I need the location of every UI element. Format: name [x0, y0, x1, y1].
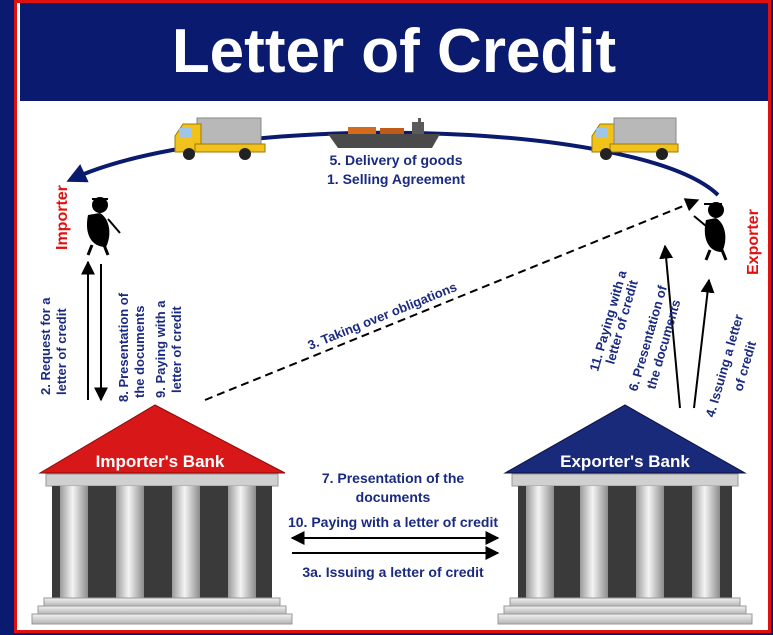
- arrow-step-3: [204, 198, 700, 401]
- step-8-label-line1: 8. Presentation of: [116, 292, 131, 402]
- step-1-agreement-label: 1. Selling Agreement: [327, 171, 465, 187]
- step-9-label-line2: letter of credit: [169, 306, 184, 393]
- step-8-label-line2: the documents: [132, 306, 147, 398]
- exporter-bank-label: Exporter's Bank: [560, 452, 690, 471]
- bank-columns: [60, 486, 256, 598]
- cargo-ship-icon: [328, 118, 440, 148]
- bank-columns: [526, 486, 720, 598]
- title-bar: Letter of Credit: [20, 3, 768, 101]
- step-5-delivery-label: 5. Delivery of goods: [329, 152, 462, 168]
- step-9-label-line1: 9. Paying with a: [153, 300, 168, 398]
- step-2-label-line1: 2. Request for a: [38, 297, 53, 395]
- importer-bank-roof: [38, 404, 286, 474]
- diagram-title: Letter of Credit: [171, 17, 617, 86]
- importer-figure-icon: [86, 197, 121, 256]
- step-10-label: 10. Paying with a letter of credit: [288, 514, 498, 530]
- exporter-bank-roof: [503, 404, 747, 474]
- importer-label: Importer: [54, 185, 71, 250]
- step-2-label-line2: letter of credit: [54, 308, 69, 395]
- exporter-label: Exporter: [745, 209, 762, 275]
- step-3-label: 3. Taking over obligations: [306, 279, 459, 353]
- truck-icon: [591, 117, 679, 160]
- exporter-figure-icon: [693, 202, 728, 261]
- exporter-bank-building: Exporter's Bank: [497, 404, 753, 625]
- arrow-step-6: [659, 244, 681, 409]
- step-7-label-line1: 7. Presentation of the: [322, 470, 465, 486]
- importer-bank-building: Importer's Bank: [31, 404, 293, 625]
- step-7-label-line2: documents: [356, 489, 431, 505]
- importer-bank-label: Importer's Bank: [96, 452, 225, 471]
- arrow-step-4: [693, 278, 715, 409]
- step-3a-label: 3a. Issuing a letter of credit: [302, 564, 484, 580]
- truck-icon: [174, 117, 266, 160]
